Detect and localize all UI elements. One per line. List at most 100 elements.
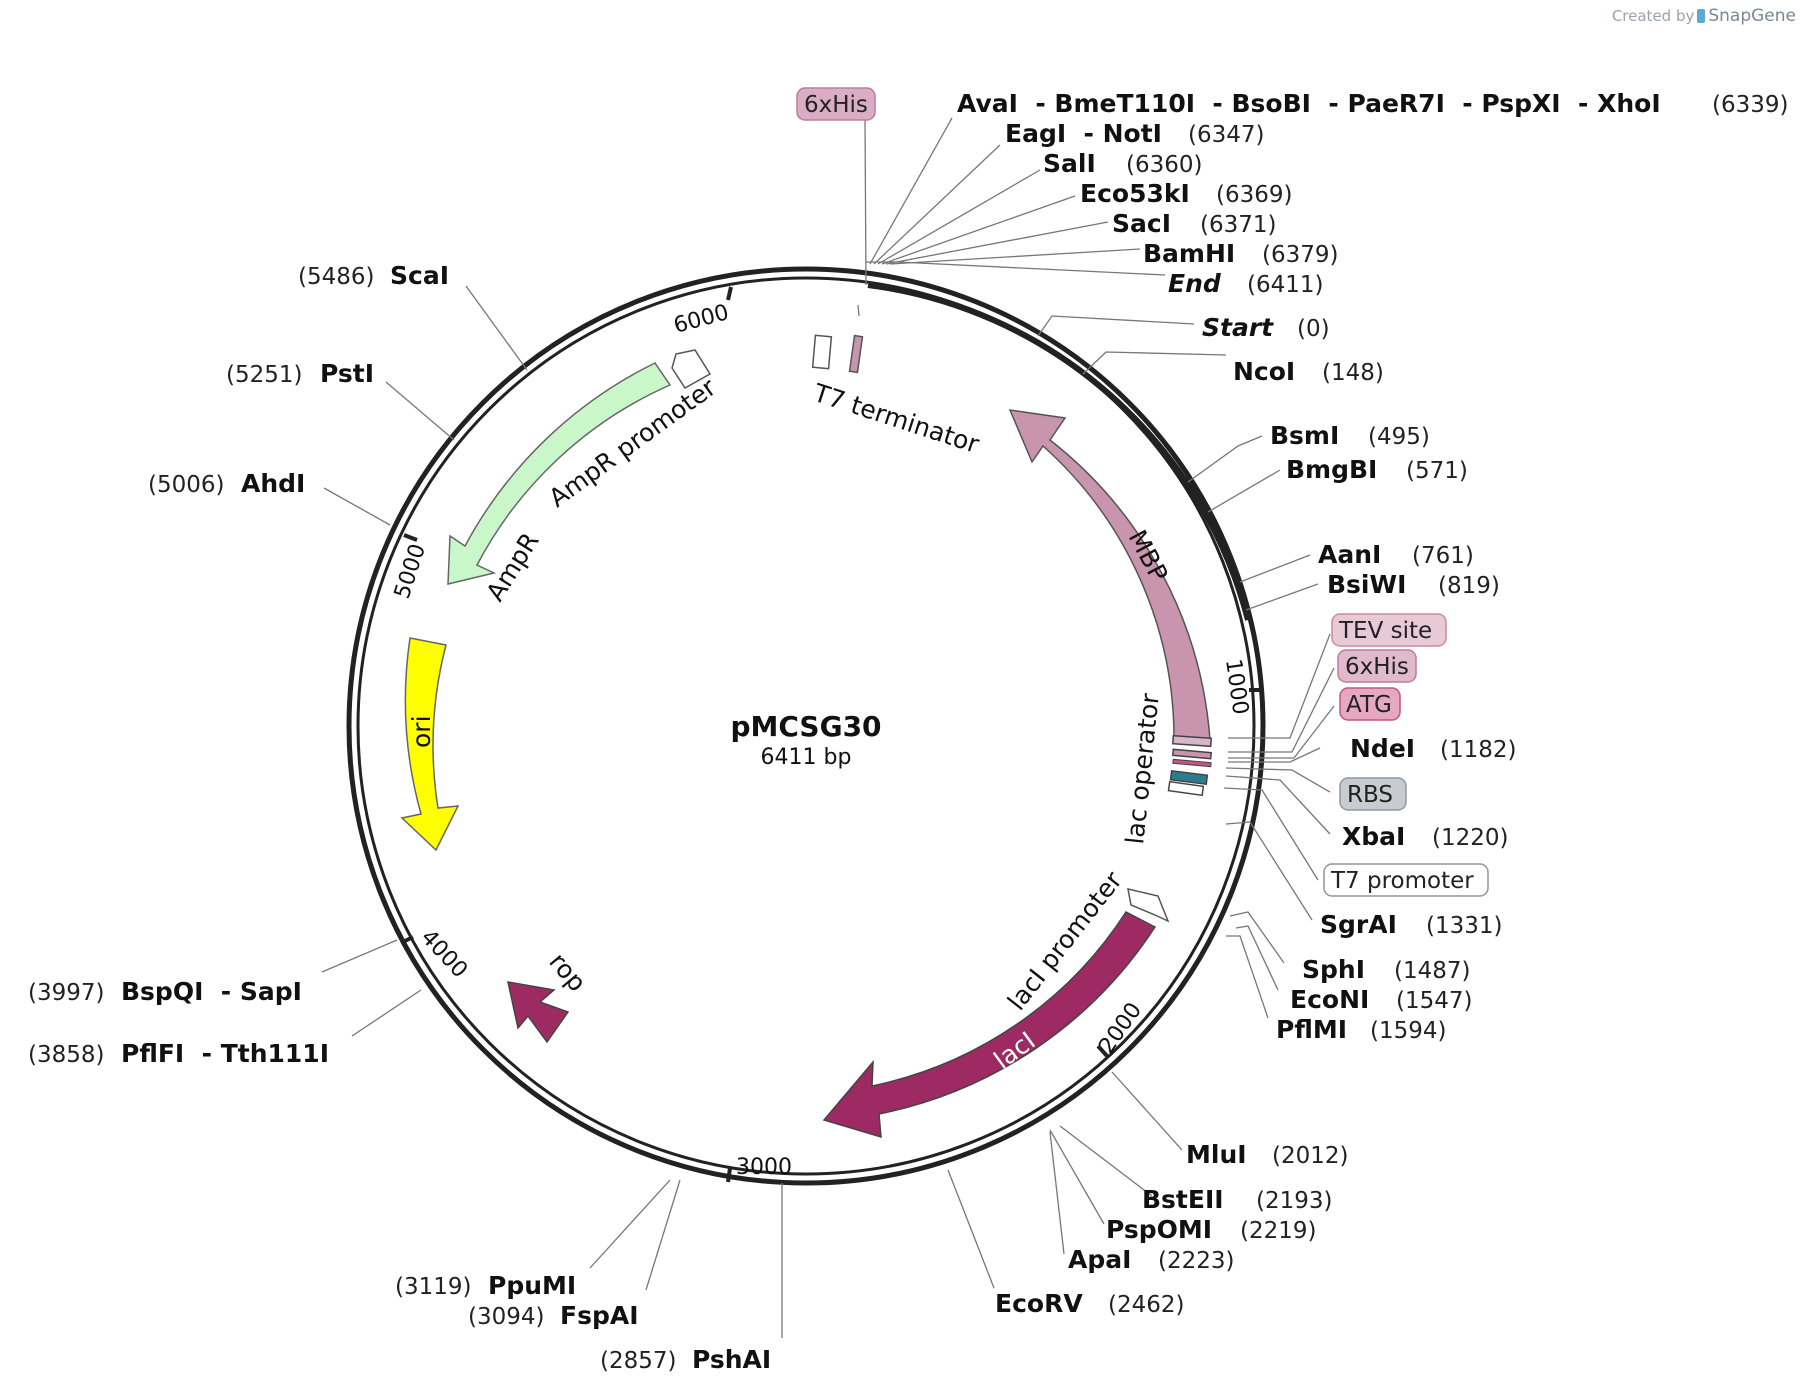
enzyme-pos-bamhi: (6379) [1262, 242, 1338, 268]
enzyme-label-ncoi[interactable]: NcoI [1233, 357, 1295, 386]
enzyme-label-ecorv[interactable]: EcoRV [995, 1289, 1083, 1318]
leader-noti [873, 144, 1001, 265]
enzyme-label-noti-group[interactable]: EagI - NotI [1005, 119, 1162, 148]
leader-end [897, 261, 1166, 276]
plasmid-size: 6411 bp [761, 745, 852, 770]
feature-laci-promoter-arrow[interactable] [1127, 888, 1170, 923]
enzyme-label-ndei[interactable]: NdeI [1350, 734, 1415, 763]
leader-bamhi [889, 248, 1141, 265]
enzyme-label-xbai[interactable]: XbaI [1342, 822, 1405, 851]
boxed-label-t7-promoter-bg [1323, 863, 1489, 897]
feature-ampr-promoter-arrow[interactable] [671, 349, 712, 389]
leader-xhoi [869, 117, 953, 265]
boxed-label-rbs-text: RBS [1347, 782, 1393, 808]
enzyme-label-ppumi[interactable]: PpuMI [488, 1271, 576, 1300]
enzyme-label-pflmi[interactable]: PflMI [1276, 1015, 1347, 1044]
enzyme-pos-ppumi: (3119) [395, 1274, 471, 1300]
boxed-label-6xhis-top-bg [796, 87, 876, 121]
enzyme-pos-sgrai: (1331) [1426, 913, 1502, 939]
enzyme-label-sapi[interactable]: BspQI - SapI [121, 977, 302, 1006]
enzyme-label-pshai[interactable]: PshAI [692, 1345, 771, 1374]
feature-ori-label: ori [407, 715, 436, 748]
leader-ndei [1228, 747, 1321, 763]
boxed-label-rbs-bg [1339, 777, 1407, 811]
enzyme-pos-apai: (2223) [1158, 1248, 1234, 1274]
enzyme-label-sphi[interactable]: SphI [1302, 955, 1365, 984]
enzyme-pos-start: (0) [1297, 316, 1330, 342]
leader-ahdi [323, 487, 391, 526]
feature-ori-arrow[interactable] [400, 637, 460, 852]
enzyme-label-mlui[interactable]: MluI [1186, 1140, 1247, 1169]
enzyme-label-tth111i[interactable]: PflFI - Tth111I [121, 1039, 329, 1068]
enzyme-label-bsiwi[interactable]: BsiWI [1327, 570, 1406, 599]
leader-rbs [1225, 767, 1331, 793]
enzyme-label-fspai[interactable]: FspAI [560, 1301, 639, 1330]
enzyme-pos-tth111i: (3858) [28, 1042, 104, 1068]
leader-6xhis [1228, 667, 1335, 753]
feature-atg-box [1172, 758, 1212, 768]
boxed-label-tev-site[interactable]: TEV site [1331, 613, 1447, 647]
snapgene-logo-icon [1697, 9, 1706, 23]
feature-t7-terminator-label: T7 terminator [809, 378, 983, 459]
enzyme-label-aani[interactable]: AanI [1318, 540, 1381, 569]
enzyme-label-bsteii[interactable]: BstEII [1142, 1185, 1224, 1214]
feature-laci-arrow[interactable] [822, 911, 1157, 1139]
enzyme-pos-pflmi: (1594) [1370, 1018, 1446, 1044]
tick-mark-2000 [1096, 1044, 1109, 1058]
leader-aani [1239, 554, 1311, 583]
enzyme-label-psti[interactable]: PstI [320, 359, 374, 388]
enzyme-pos-pshai: (2857) [600, 1348, 676, 1374]
enzyme-pos-ncoi: (148) [1322, 360, 1384, 386]
enzyme-label-saci[interactable]: SacI [1112, 209, 1171, 238]
leader-sali [877, 169, 1041, 265]
enzyme-pos-end: (6411) [1247, 272, 1323, 298]
feature-ampr-arrow[interactable] [447, 362, 672, 585]
enzyme-label-end[interactable]: End [1168, 269, 1222, 298]
leader-t7-promoter [1223, 787, 1319, 881]
enzyme-label-scai[interactable]: ScaI [390, 261, 449, 290]
enzyme-label-xhoi-group[interactable]: AvaI - BmeT110I - BsoBI - PaeR7I - PspXI… [957, 89, 1661, 118]
feature-rop-arrow[interactable] [507, 981, 570, 1044]
enzyme-pos-econi: (1547) [1396, 988, 1472, 1014]
leader-mlui [1111, 1071, 1183, 1151]
feature-tev-site-box [1171, 734, 1213, 748]
feature-6xhis-box [1171, 748, 1213, 760]
enzyme-label-pspomi[interactable]: PspOMI [1106, 1215, 1212, 1244]
enzyme-label-eco53ki[interactable]: Eco53kI [1080, 179, 1190, 208]
enzyme-pos-mlui: (2012) [1272, 1143, 1348, 1169]
enzyme-label-apai[interactable]: ApaI [1068, 1245, 1131, 1274]
boxed-label-atg[interactable]: ATG [1339, 687, 1401, 721]
enzyme-pos-saci: (6371) [1200, 212, 1276, 238]
leader-apai [1049, 1131, 1065, 1255]
feature-mbp-arrow[interactable] [1008, 409, 1211, 741]
enzyme-label-bmgbi[interactable]: BmgBI [1286, 455, 1377, 484]
enzyme-label-econi[interactable]: EcoNI [1290, 985, 1369, 1014]
tick-mark-5000 [403, 533, 418, 542]
leader-top-feature [857, 304, 860, 317]
enzyme-pos-scai: (5486) [298, 264, 374, 290]
boxed-label-6xhis[interactable]: 6xHis [1337, 649, 1417, 683]
feature-rbs-box [1169, 770, 1209, 785]
tick-mark-6000 [726, 286, 733, 301]
enzyme-label-ahdi[interactable]: AhdI [241, 469, 305, 498]
enzyme-pos-bsteii: (2193) [1256, 1188, 1332, 1214]
leader-xbai [1225, 775, 1331, 835]
tick-label-1000: 1000 [1220, 657, 1253, 716]
enzyme-label-bsmi[interactable]: BsmI [1270, 421, 1339, 450]
leader-ncoi [1082, 351, 1227, 375]
enzyme-label-sgrai[interactable]: SgrAI [1320, 910, 1397, 939]
boxed-label-6xhis-top[interactable]: 6xHis [796, 87, 876, 121]
boxed-label-tev-site-bg [1331, 613, 1447, 647]
feature-t7-terminator-box[interactable] [811, 334, 833, 370]
enzyme-pos-bmgbi: (571) [1406, 458, 1468, 484]
enzyme-label-bamhi[interactable]: BamHI [1143, 239, 1235, 268]
leader-ppumi [589, 1179, 671, 1269]
enzyme-label-sali[interactable]: SalI [1043, 149, 1096, 178]
leader-pspomi [1049, 1129, 1105, 1225]
boxed-label-6xhis-top-text: 6xHis [804, 92, 868, 118]
boxed-label-t7-promoter[interactable]: T7 promoter [1323, 863, 1489, 897]
enzyme-label-start[interactable]: Start [1202, 313, 1274, 342]
backbone-outer-ring [346, 266, 1266, 1186]
boxed-label-rbs[interactable]: RBS [1339, 777, 1407, 811]
